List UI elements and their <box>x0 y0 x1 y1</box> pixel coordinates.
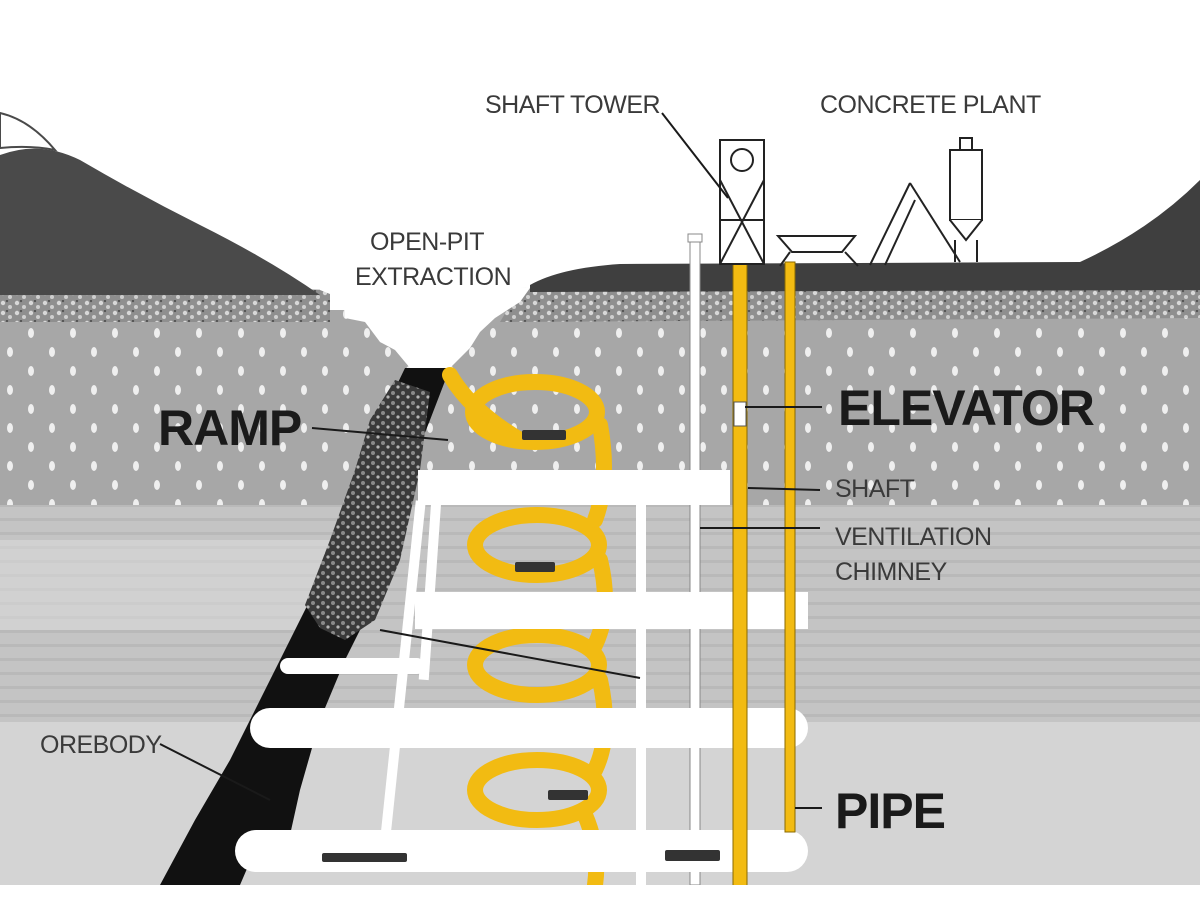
elevator-shaft <box>732 227 748 885</box>
rock-layer-light-patch <box>0 540 330 630</box>
ventilation-chimney <box>689 239 701 885</box>
shaft-tower <box>719 139 765 265</box>
mountain-left <box>0 148 320 295</box>
raise-right <box>636 500 646 885</box>
leader-level <box>379 629 641 679</box>
tunnel-level-1 <box>418 470 730 505</box>
label-ramp: RAMP <box>158 400 301 456</box>
label-ventilation-line1: VENTILATION <box>835 523 992 551</box>
tunnel-sublevel <box>280 658 425 674</box>
mountain-snowcap <box>0 111 58 152</box>
leader-ramp <box>311 427 449 441</box>
concrete-plant <box>775 137 983 267</box>
tunnel-level-3 <box>250 708 808 748</box>
label-pipe: PIPE <box>835 783 945 839</box>
elevator-cage <box>733 401 747 427</box>
concrete-pipe <box>784 261 796 833</box>
leader-shaft <box>747 487 821 491</box>
label-open-pit-line1: OPEN-PIT <box>370 228 484 256</box>
ventilation-chimney-cap <box>687 233 703 243</box>
orebody-rubble <box>305 380 430 640</box>
label-ventilation-line2: CHIMNEY <box>835 558 948 586</box>
vehicle-icons <box>322 430 720 862</box>
tunnel-level-4 <box>235 830 808 872</box>
open-pit <box>320 288 530 368</box>
gravel-layer-right <box>500 285 1200 322</box>
label-shaft: SHAFT <box>835 475 915 503</box>
tunnel-level-2 <box>415 592 808 629</box>
leader-orebody <box>159 743 271 801</box>
label-shaft-tower: SHAFT TOWER <box>485 91 660 119</box>
label-open-pit-line2: EXTRACTION <box>355 263 511 291</box>
leader-shaft-tower <box>661 112 729 199</box>
raise-middle <box>418 499 442 681</box>
label-orebody: OREBODY <box>40 731 162 759</box>
label-concrete-plant: CONCRETE PLANT <box>820 91 1041 119</box>
ground-surface-right <box>530 180 1200 292</box>
label-elevator: ELEVATOR <box>838 380 1095 436</box>
